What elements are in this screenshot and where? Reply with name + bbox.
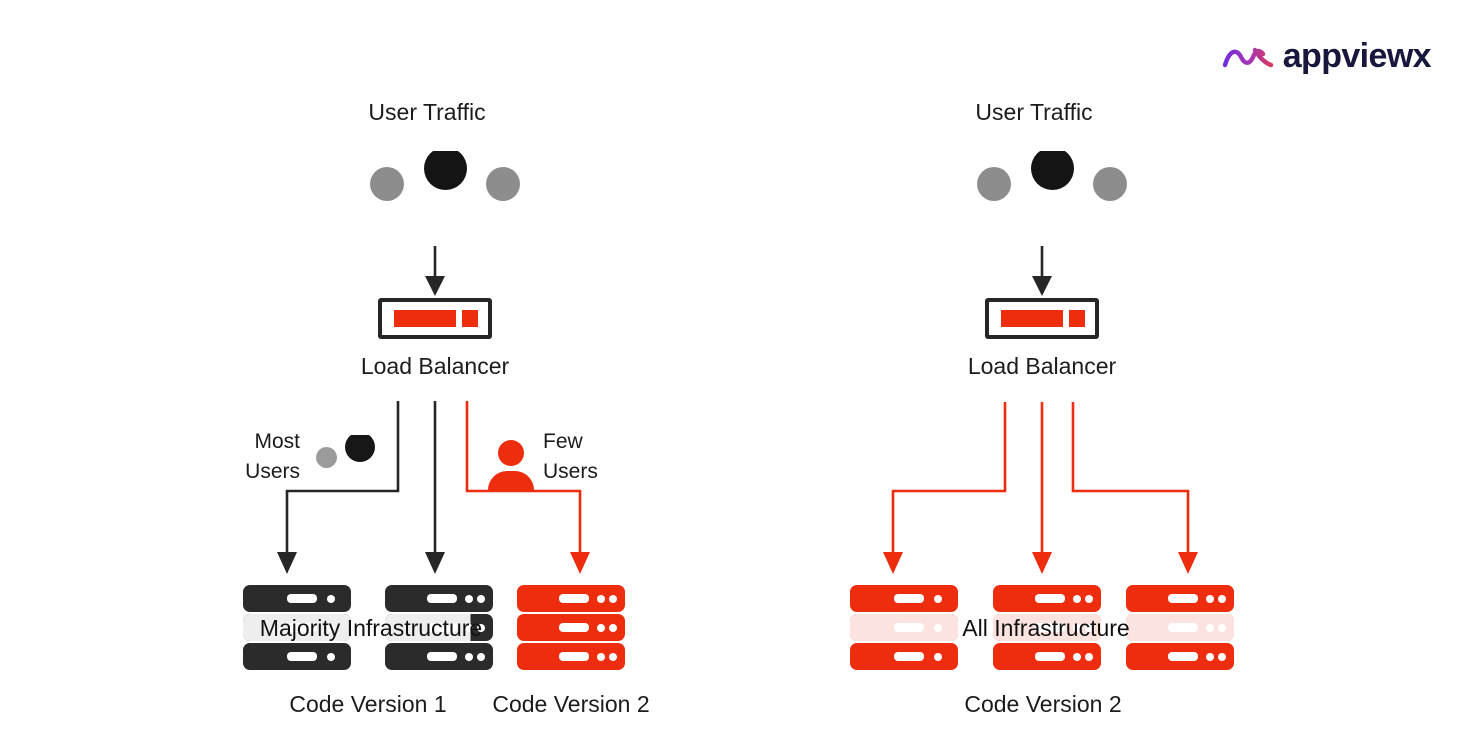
server-row-faded xyxy=(243,614,351,641)
server-stack-all-b xyxy=(993,585,1101,670)
right-user-traffic-icon xyxy=(962,147,1145,233)
server-row-faded xyxy=(385,614,493,641)
right-load-balancer-label: Load Balancer xyxy=(967,353,1117,379)
server-row xyxy=(243,585,351,612)
server-row xyxy=(993,585,1101,612)
few-users-label: Few Users xyxy=(543,430,598,483)
server-row xyxy=(850,585,958,612)
code-version-2-label: Code Version 2 xyxy=(492,691,650,717)
server-stack-v2 xyxy=(517,585,625,670)
code-version-1-label: Code Version 1 xyxy=(289,691,447,717)
server-stack-all-c xyxy=(1126,585,1234,670)
server-row-faded xyxy=(1126,614,1234,641)
server-row xyxy=(517,585,625,612)
lb-bar xyxy=(1001,310,1063,327)
left-user-traffic-label: User Traffic xyxy=(368,99,486,125)
left-load-balancer-icon xyxy=(378,298,492,339)
brand-name: appviewx xyxy=(1282,37,1432,75)
all-infrastructure-label: All Infrastructure xyxy=(962,615,1130,641)
left-load-balancer-label: Load Balancer xyxy=(360,353,510,379)
majority-infrastructure-label: Majority Infrastructure xyxy=(259,615,483,641)
server-row xyxy=(1126,585,1234,612)
lb-square xyxy=(462,310,478,327)
server-row xyxy=(385,643,493,670)
most-users-label: Most Users xyxy=(245,430,300,483)
server-stack-v1-a xyxy=(243,585,351,670)
few-users-icon xyxy=(487,440,535,490)
server-row xyxy=(385,585,493,612)
lb-bar xyxy=(394,310,456,327)
server-stack-v1-b xyxy=(385,585,493,670)
server-row-faded xyxy=(993,614,1101,641)
server-row xyxy=(243,643,351,670)
server-stack-all-a xyxy=(850,585,958,670)
appviewx-wave-icon xyxy=(1222,47,1273,67)
right-load-balancer-icon xyxy=(985,298,1099,339)
server-row xyxy=(517,614,625,641)
server-row-faded xyxy=(850,614,958,641)
right-user-traffic-label: User Traffic xyxy=(975,99,1093,125)
lb-square xyxy=(1069,310,1085,327)
appviewx-logo: appviewx xyxy=(1222,37,1432,76)
server-row xyxy=(517,643,625,670)
most-users-icon xyxy=(306,432,388,486)
server-row xyxy=(1126,643,1234,670)
server-row xyxy=(993,643,1101,670)
left-user-traffic-icon xyxy=(355,147,538,233)
right-code-version-2-label: Code Version 2 xyxy=(964,691,1122,717)
server-row xyxy=(850,643,958,670)
